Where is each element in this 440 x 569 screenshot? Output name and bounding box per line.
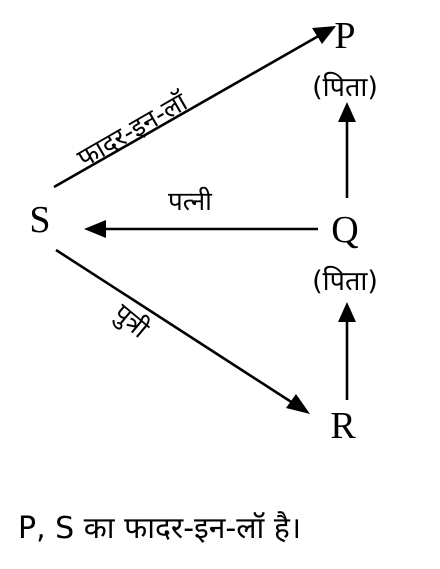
node-p: P [334, 15, 355, 57]
edge-q-to-s [84, 220, 318, 238]
node-q-relation: (पिता) [312, 265, 378, 297]
edge-r-to-q [338, 302, 356, 400]
conclusion-text: P, S का फादर-इन-लॉ है। [18, 511, 302, 546]
edge-s-to-p [53, 26, 336, 189]
node-s: S [29, 199, 50, 241]
node-q: Q [331, 209, 358, 251]
edge-label-daughter: पुत्री [108, 298, 156, 346]
edge-s-to-r [55, 248, 310, 414]
node-r: R [330, 405, 356, 447]
edge-label-father-in-law: फादर-इन-लॉ [73, 87, 194, 174]
edge-q-to-p [338, 102, 356, 198]
node-p-relation: (पिता) [312, 71, 378, 103]
edge-label-wife: पत्नी [168, 186, 213, 217]
